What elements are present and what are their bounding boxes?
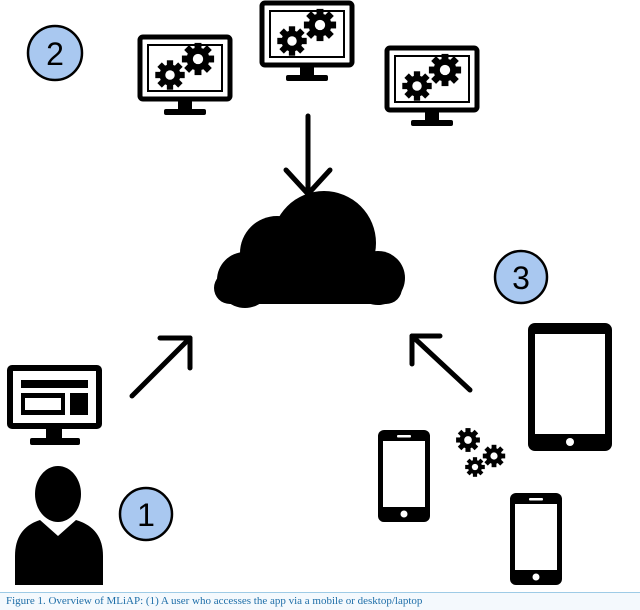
arrow-icon: [283, 113, 333, 197]
gears-icon: [456, 428, 506, 477]
overview-diagram: 2 3: [7, 0, 612, 585]
badge-2: 2: [26, 24, 84, 82]
caption-text: Figure 1. Overview of MLiAP: (1) A user …: [6, 595, 423, 607]
badge-1: 1: [118, 486, 174, 542]
figure-caption: Figure 1. Overview of MLiAP: (1) A user …: [0, 592, 640, 610]
tablet-icon: [528, 323, 612, 451]
server-monitor-icon: [387, 48, 477, 126]
cloud-icon: [214, 191, 405, 308]
server-monitor-icon: [140, 37, 230, 115]
arrow-icon: [409, 333, 473, 393]
badge-3-label: 3: [512, 260, 530, 296]
smartphone-icon: [510, 493, 562, 585]
badge-2-label: 2: [46, 36, 64, 72]
arrow-icon: [129, 335, 193, 399]
badge-1-label: 1: [137, 497, 155, 533]
desktop-icon: [7, 365, 102, 445]
smartphone-icon: [378, 430, 430, 522]
server-monitor-icon: [262, 3, 352, 81]
badge-3: 3: [493, 249, 549, 305]
user-icon: [15, 466, 103, 585]
